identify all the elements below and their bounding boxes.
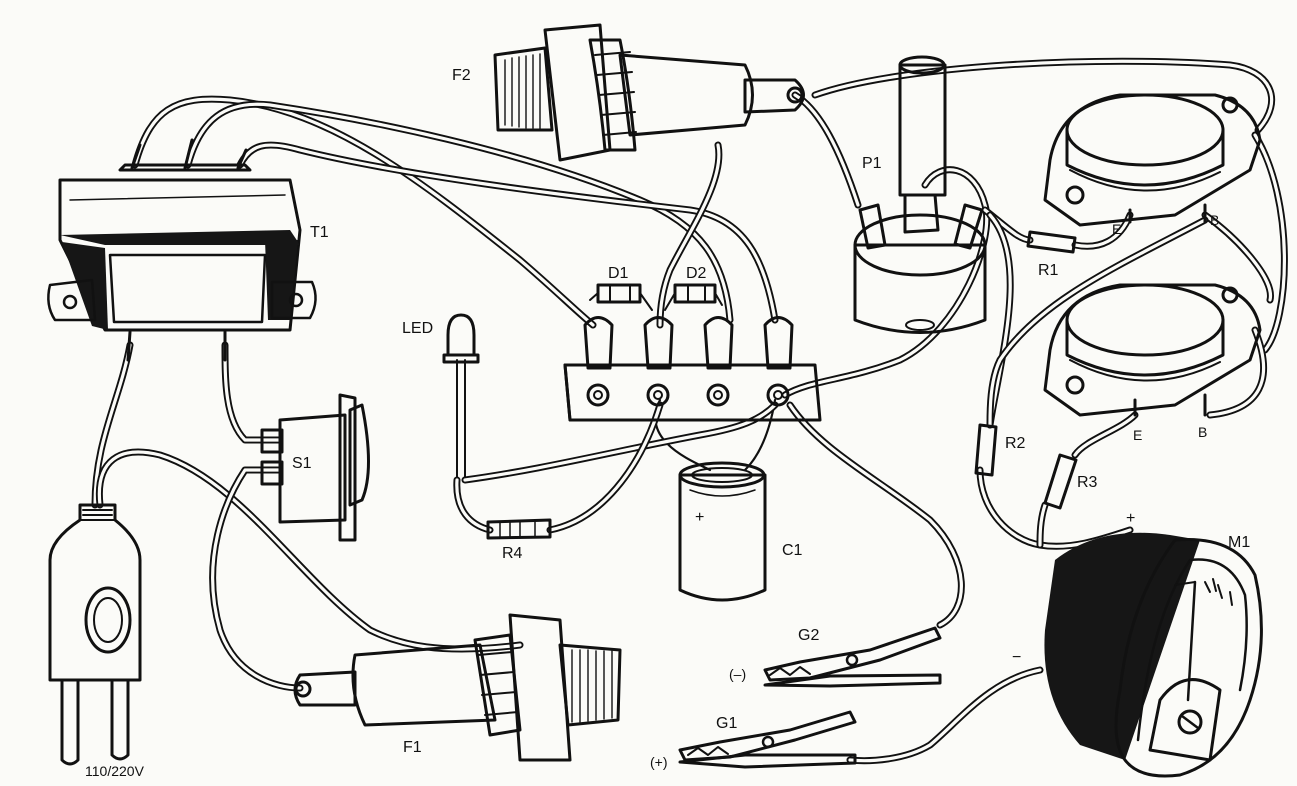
wire-f2-to-q1 xyxy=(811,57,1276,134)
label-r2: R2 xyxy=(1005,435,1026,452)
wire-q1b-to-r2 xyxy=(986,216,1209,429)
led xyxy=(442,313,480,364)
wire-m1-to-g1 xyxy=(846,666,1044,765)
wire-t1-to-strip-3 xyxy=(236,141,779,324)
fuse-holder-f2 xyxy=(493,23,805,162)
transformer-mount-right xyxy=(270,280,317,320)
label-f2: F2 xyxy=(452,67,471,84)
diode-d2 xyxy=(664,283,723,311)
wire-p1-to-r2 xyxy=(986,211,1014,429)
label-q2-base: B xyxy=(1198,424,1207,440)
label-r3: R3 xyxy=(1077,474,1098,491)
capacitor-c1 xyxy=(678,461,767,602)
potentiometer-p1 xyxy=(853,55,987,334)
label-q1-base: B xyxy=(1210,212,1219,228)
resistor-r1 xyxy=(1026,230,1077,254)
label-r4: R4 xyxy=(502,545,523,562)
wire-f2-to-strip xyxy=(656,141,723,329)
wire-t1-to-s1 xyxy=(221,341,284,444)
wire-plug-to-f1 xyxy=(95,448,524,653)
wire-r4-to-strip xyxy=(546,401,664,534)
label-led: LED xyxy=(402,320,433,337)
label-plug-voltage: 110/220V xyxy=(85,763,145,779)
wire-q2b xyxy=(1206,326,1267,419)
label-m1-plus: + xyxy=(1126,510,1135,527)
wire-r2-to-m1 xyxy=(976,466,1134,550)
terminal-lug xyxy=(646,383,670,407)
diode-d1 xyxy=(589,283,653,311)
label-p1: P1 xyxy=(862,155,882,172)
label-g2: G2 xyxy=(798,627,819,644)
wire-s1-to-f1 xyxy=(209,466,304,692)
label-q2-emitter: E xyxy=(1133,427,1142,443)
label-r1: R1 xyxy=(1038,262,1059,279)
switch-s1 xyxy=(260,393,370,542)
label-c1-plus: + xyxy=(695,509,704,526)
label-s1: S1 xyxy=(292,455,312,472)
terminal-lug xyxy=(586,383,610,407)
labels: T1 F2 F1 S1 D1 D2 LED P1 R1 R2 R3 R4 C1 … xyxy=(85,67,1250,779)
alligator-clip-g2 xyxy=(763,626,942,688)
wire-led-leads xyxy=(456,359,466,481)
wires xyxy=(91,57,1288,765)
label-c1: C1 xyxy=(782,542,803,559)
power-plug xyxy=(48,503,142,766)
resistor-r3 xyxy=(1043,453,1078,510)
wire-f2-to-p1 xyxy=(791,91,862,209)
label-m1-minus: − xyxy=(1012,649,1021,666)
transistor-q1 xyxy=(1043,93,1262,227)
alligator-clip-g1 xyxy=(678,710,857,769)
transistor-q2 xyxy=(1043,283,1262,417)
wire-t1-to-strip-1 xyxy=(131,95,597,329)
wire-p1-to-strip xyxy=(781,166,991,399)
label-d1: D1 xyxy=(608,265,629,282)
transformer-mount-left xyxy=(47,278,97,322)
meter-m1 xyxy=(1044,532,1263,778)
resistor-r4 xyxy=(486,518,552,540)
wire-q2e-to-r3 xyxy=(1071,411,1139,459)
wire-t1-to-plug xyxy=(91,341,134,509)
label-m1: M1 xyxy=(1228,534,1250,551)
wire-led-to-r4 xyxy=(453,476,494,534)
label-g1-polarity: (+) xyxy=(650,754,668,770)
wire-r3-to-m1 xyxy=(1036,501,1049,549)
fuse-holder-f1 xyxy=(293,613,622,762)
terminal-strip xyxy=(563,316,822,422)
transformer-t1 xyxy=(47,138,317,362)
label-d2: D2 xyxy=(686,265,707,282)
resistor-r2 xyxy=(974,423,998,477)
label-g2-polarity: (–) xyxy=(729,666,746,682)
terminal-lug xyxy=(706,383,730,407)
label-g1: G1 xyxy=(716,715,737,732)
label-q1-emitter: E xyxy=(1112,221,1121,237)
terminal-lug xyxy=(766,383,790,407)
wire-strip-to-g2 xyxy=(786,401,965,629)
label-f1: F1 xyxy=(403,739,422,756)
wire-q1-to-q2-right xyxy=(1251,131,1288,354)
wire-t1-to-strip-2 xyxy=(184,100,734,324)
label-t1: T1 xyxy=(310,224,329,241)
wire-q1b-to-q2 xyxy=(1201,211,1274,304)
